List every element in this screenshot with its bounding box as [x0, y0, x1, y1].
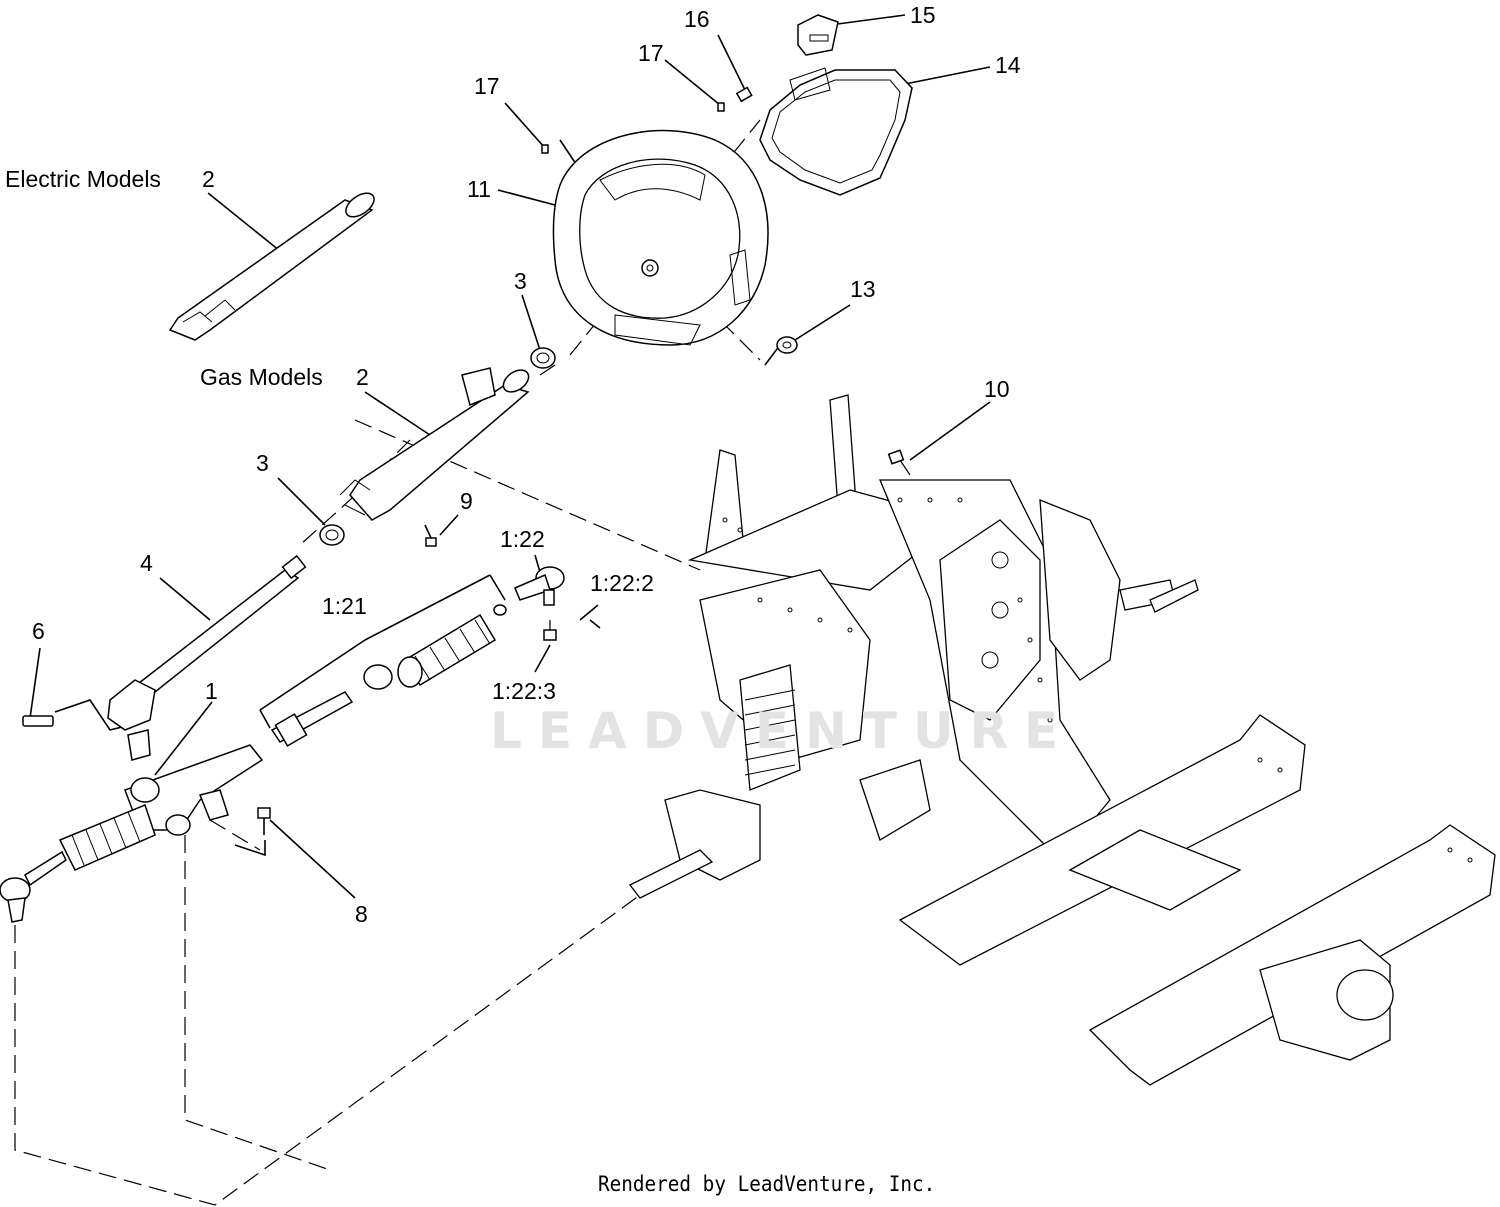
- chassis-holes: [722, 497, 1473, 863]
- callout-9: 9: [460, 488, 473, 514]
- callout-1-21: 1:21: [322, 593, 367, 619]
- screw-17-left: [541, 144, 549, 154]
- watermark: LEADVENTURE: [490, 702, 1075, 760]
- callout-4: 4: [140, 550, 153, 576]
- screw-16: [735, 86, 753, 103]
- callout-17-left: 17: [474, 73, 500, 99]
- callout-1: 1: [205, 678, 218, 704]
- electric-models-label: Electric Models: [5, 166, 161, 192]
- callout-11: 11: [467, 176, 491, 202]
- emblem: [797, 14, 839, 56]
- steering-shaft: [107, 554, 307, 761]
- bolt-8: [257, 807, 271, 835]
- bearing-upper: [530, 347, 556, 369]
- chassis-frame: [629, 394, 1496, 1086]
- tie-rod-end: [514, 566, 601, 641]
- steering-column-electric: [168, 192, 375, 341]
- callout-3-lower: 3: [256, 450, 269, 476]
- screw-17-upper: [717, 102, 725, 112]
- pin-6: [22, 715, 54, 727]
- callout-2-electric: 2: [202, 166, 215, 192]
- steering-column-gas: [339, 367, 530, 521]
- callout-1-22-3: 1:22:3: [492, 678, 556, 704]
- callout-1-22-2: 1:22:2: [590, 570, 654, 596]
- callout-17-upper: 17: [638, 40, 664, 66]
- steering-wheel: [552, 129, 769, 346]
- tie-rod-boot-kit: [270, 604, 507, 747]
- callout-16: 16: [684, 6, 710, 32]
- callout-6: 6: [32, 618, 45, 644]
- nut-13: [776, 336, 798, 354]
- steering-rack: [0, 744, 264, 923]
- leader-lines: [29, 14, 991, 899]
- callout-8: 8: [355, 901, 368, 927]
- callout-2-gas: 2: [356, 364, 369, 390]
- render-credit: Rendered by LeadVenture, Inc.: [598, 1172, 936, 1196]
- nut-10: [887, 449, 905, 465]
- callout-10: 10: [984, 376, 1010, 402]
- callout-15: 15: [910, 2, 936, 28]
- steering-wheel-cover: [759, 67, 913, 196]
- callout-13: 13: [850, 276, 876, 302]
- gas-models-label: Gas Models: [200, 364, 323, 390]
- bearing-lower: [319, 524, 345, 546]
- callout-3-upper: 3: [514, 268, 527, 294]
- callout-1-22: 1:22: [500, 526, 545, 552]
- callout-14: 14: [995, 52, 1021, 78]
- bolt-9: [424, 524, 437, 547]
